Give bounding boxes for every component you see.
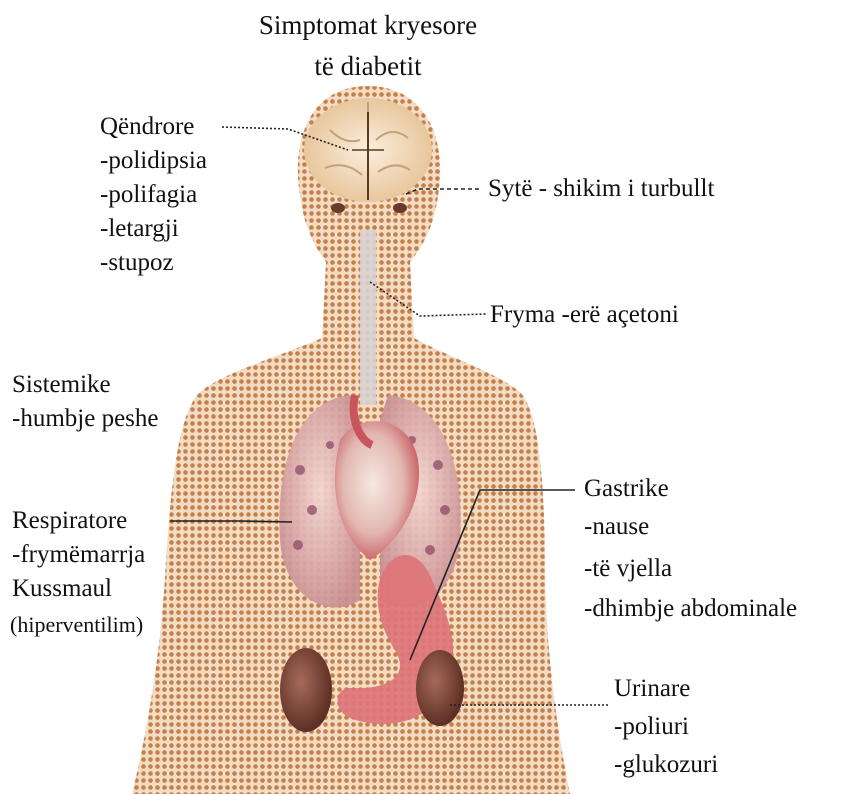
- right-kidney: [416, 650, 464, 726]
- label-urinare-item: -poliuri: [614, 710, 689, 744]
- label-qendrore-item: -stupoz: [100, 246, 174, 280]
- label-respiratore-item: (hiperventilim): [10, 608, 143, 642]
- label-qendrore-item: -letargji: [100, 212, 179, 246]
- label-urinare-heading: Urinare: [614, 672, 690, 706]
- label-gastrike-heading: Gastrike: [584, 472, 669, 506]
- trachea: [360, 230, 376, 405]
- label-respiratore-item: Kussmaul: [12, 572, 112, 606]
- label-qendrore-item: -polifagia: [100, 178, 197, 212]
- diagram-title-line2: të diabetit: [0, 47, 736, 85]
- left-kidney: [280, 648, 332, 732]
- label-respiratore-heading: Respiratore: [12, 504, 127, 538]
- label-urinare-item: -glukozuri: [614, 748, 718, 782]
- label-gastrike-item: -të vjella: [584, 552, 672, 586]
- label-qendrore-item: -polidipsia: [100, 144, 207, 178]
- label-gastrike-item: -dhimbje abdominale: [584, 592, 797, 626]
- label-sistemike-item: -humbje peshe: [12, 402, 158, 436]
- label-fryma: Fryma -erë açetoni: [490, 298, 679, 332]
- diagram-title-line1: Simptomat kryesore: [0, 6, 736, 44]
- label-syte: Sytë - shikim i turbullt: [488, 172, 714, 206]
- label-gastrike-item: -nause: [584, 510, 649, 544]
- label-qendrore-heading: Qëndrore: [100, 110, 194, 144]
- label-sistemike-heading: Sistemike: [12, 368, 111, 402]
- label-respiratore-item: -frymëmarrja: [12, 538, 145, 572]
